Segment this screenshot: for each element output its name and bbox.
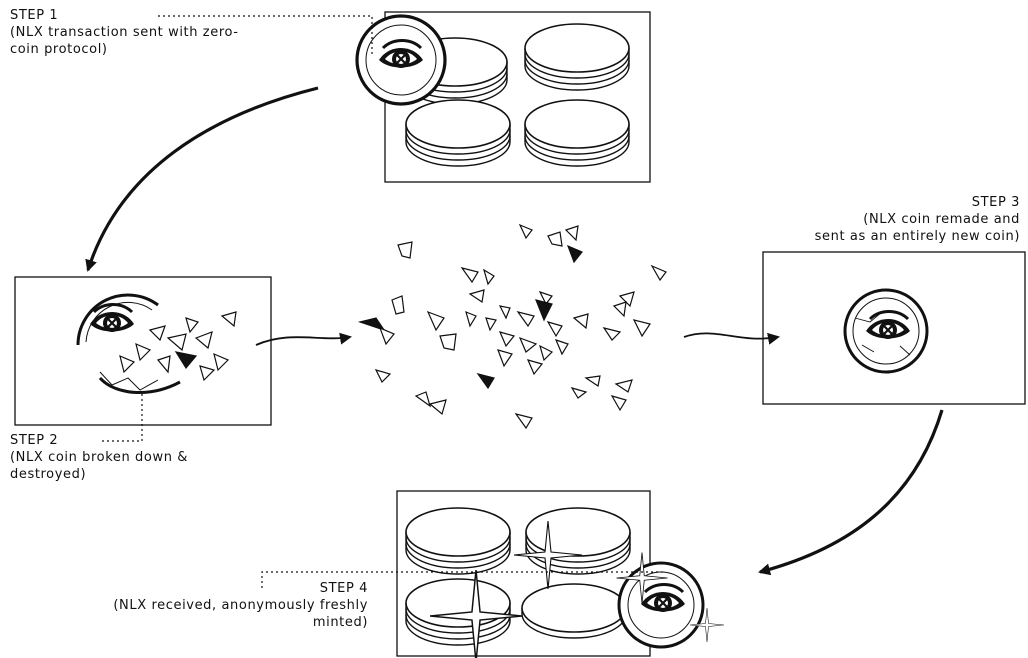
step3-title: STEP 3 [971, 195, 1020, 210]
step1-label: STEP 1 (NLX transaction sent with zero- … [10, 7, 239, 58]
step4-label: STEP 4 (NLX received, anonymously freshl… [113, 580, 368, 631]
step4-desc-line2: minted) [312, 615, 368, 630]
coin-stack [525, 507, 631, 575]
step2-label: STEP 2 (NLX coin broken down & destroyed… [10, 432, 188, 483]
step3-desc-line1: (NLX coin remade and [863, 212, 1020, 227]
step1-desc-line1: (NLX transaction sent with zero- [10, 25, 239, 40]
step4-title: STEP 4 [319, 581, 368, 596]
arrow-step1-to-step2 [85, 86, 319, 272]
step2-title: STEP 2 [10, 433, 59, 448]
step3-desc-line2: sent as an entirely new coin) [814, 229, 1020, 244]
nlx-eye-logo-icon [88, 303, 136, 334]
coin-stack [405, 578, 511, 646]
coin-stack [524, 23, 630, 91]
step2-destroy-box [14, 276, 272, 426]
remade-nlx-coin [843, 288, 929, 374]
arrow-fragments-to-step3 [683, 332, 780, 345]
coin-flat [521, 583, 627, 639]
step1-title: STEP 1 [10, 8, 59, 23]
step3-remade-box [762, 251, 1026, 405]
step3-label: STEP 3 (NLX coin remade and sent as an e… [815, 194, 1020, 245]
nlx-coin [355, 14, 447, 106]
step1-desc-line2: coin protocol) [10, 42, 108, 57]
step4-desc-line1: (NLX received, anonymously freshly [113, 598, 368, 613]
step1-leader-line [158, 15, 373, 56]
broken-nlx-coin [76, 293, 237, 394]
arrow-step3-to-step4 [758, 409, 944, 576]
coin-stack [524, 99, 630, 167]
step2-desc-line2: destroyed) [10, 467, 87, 482]
coin-stack [405, 99, 511, 167]
new-nlx-coin [617, 561, 705, 649]
coin-fragments [357, 223, 667, 430]
step2-desc-line1: (NLX coin broken down & [10, 450, 189, 465]
coin-stack [405, 507, 511, 575]
step4-leader-line [261, 571, 665, 588]
arrow-step2-to-fragments [255, 332, 352, 346]
step2-leader-line [102, 392, 143, 442]
